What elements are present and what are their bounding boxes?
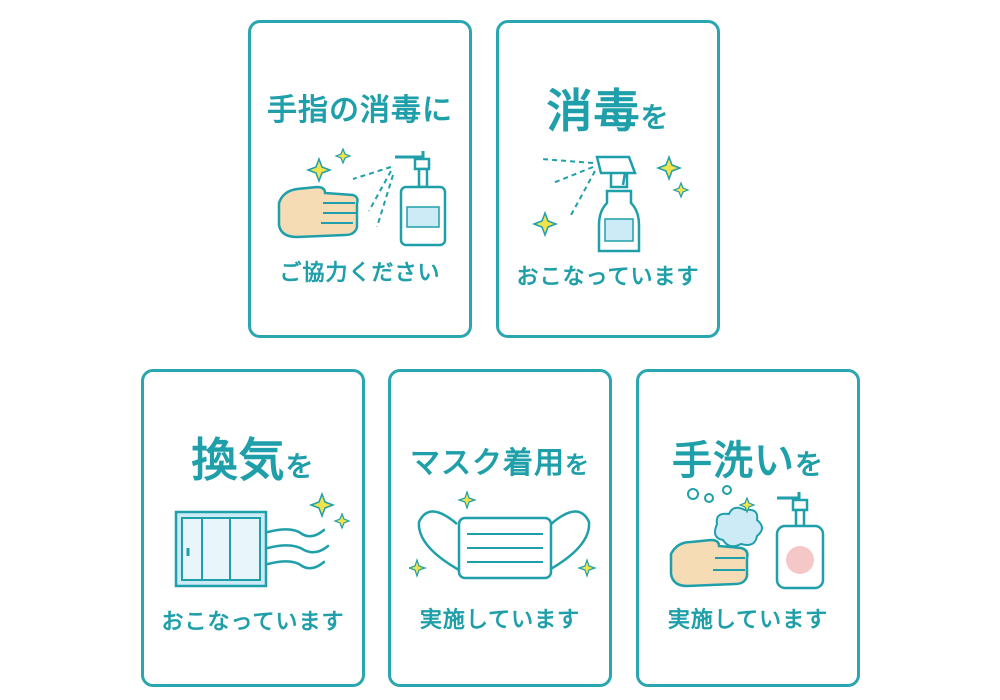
sign-card-hand-sanitize: 手指の消毒に ご協力ください xyxy=(248,20,472,338)
sparkle-icon xyxy=(738,496,756,514)
card-caption: おこなっています xyxy=(516,265,700,290)
bubbles-icon xyxy=(687,485,763,548)
hand-sanitize-illustration xyxy=(277,147,447,247)
card-title-tail: を xyxy=(640,101,670,134)
card-title-tail: を xyxy=(794,448,824,481)
spray-bottle-icon xyxy=(595,155,641,253)
hand-icon xyxy=(277,185,359,239)
card-title-main: マスク着用 xyxy=(410,446,565,481)
mask-illustration xyxy=(409,490,597,580)
card-title: マスク着用を xyxy=(391,438,609,482)
sparkle-icon xyxy=(305,147,352,184)
spray-mist-icon xyxy=(540,158,596,216)
window-icon xyxy=(174,510,268,588)
card-title: 手洗いを xyxy=(639,428,857,486)
card-caption: ご協力ください xyxy=(279,261,441,286)
card-title-tail: を xyxy=(285,450,315,483)
sign-card-disinfect: 消毒を おこなっています xyxy=(496,20,720,338)
wind-icon xyxy=(266,528,330,570)
sparkle-icon xyxy=(409,490,597,578)
ventilation-illustration xyxy=(174,491,351,588)
card-title-main: 消毒 xyxy=(546,84,641,138)
sign-card-ventilation: 換気を おこなっています xyxy=(141,369,365,687)
pump-bottle-icon xyxy=(395,151,447,247)
card-title: 消毒を xyxy=(499,75,717,141)
disinfect-illustration xyxy=(531,154,690,253)
handwash-illustration xyxy=(669,485,825,590)
card-title: 手指の消毒に xyxy=(267,93,453,128)
card-title-main: 換気 xyxy=(191,433,286,487)
card-title: 換気を xyxy=(144,424,362,490)
hand-icon xyxy=(669,538,749,588)
sign-card-handwash: 手洗いを 実施しています xyxy=(636,369,860,687)
card-title-tail: を xyxy=(565,451,590,479)
card-caption: おこなっています xyxy=(161,610,345,635)
sign-card-mask: マスク着用を 実施しています xyxy=(388,369,612,687)
mask-icon xyxy=(417,510,591,580)
card-title-main: 手洗い xyxy=(671,438,795,484)
card-caption: 実施しています xyxy=(667,608,829,633)
sparkle-icon xyxy=(531,154,690,238)
sparkle-icon xyxy=(308,491,351,530)
card-caption: 実施しています xyxy=(419,608,581,633)
spray-mist-icon xyxy=(352,166,394,228)
soap-bottle-icon xyxy=(775,492,825,590)
